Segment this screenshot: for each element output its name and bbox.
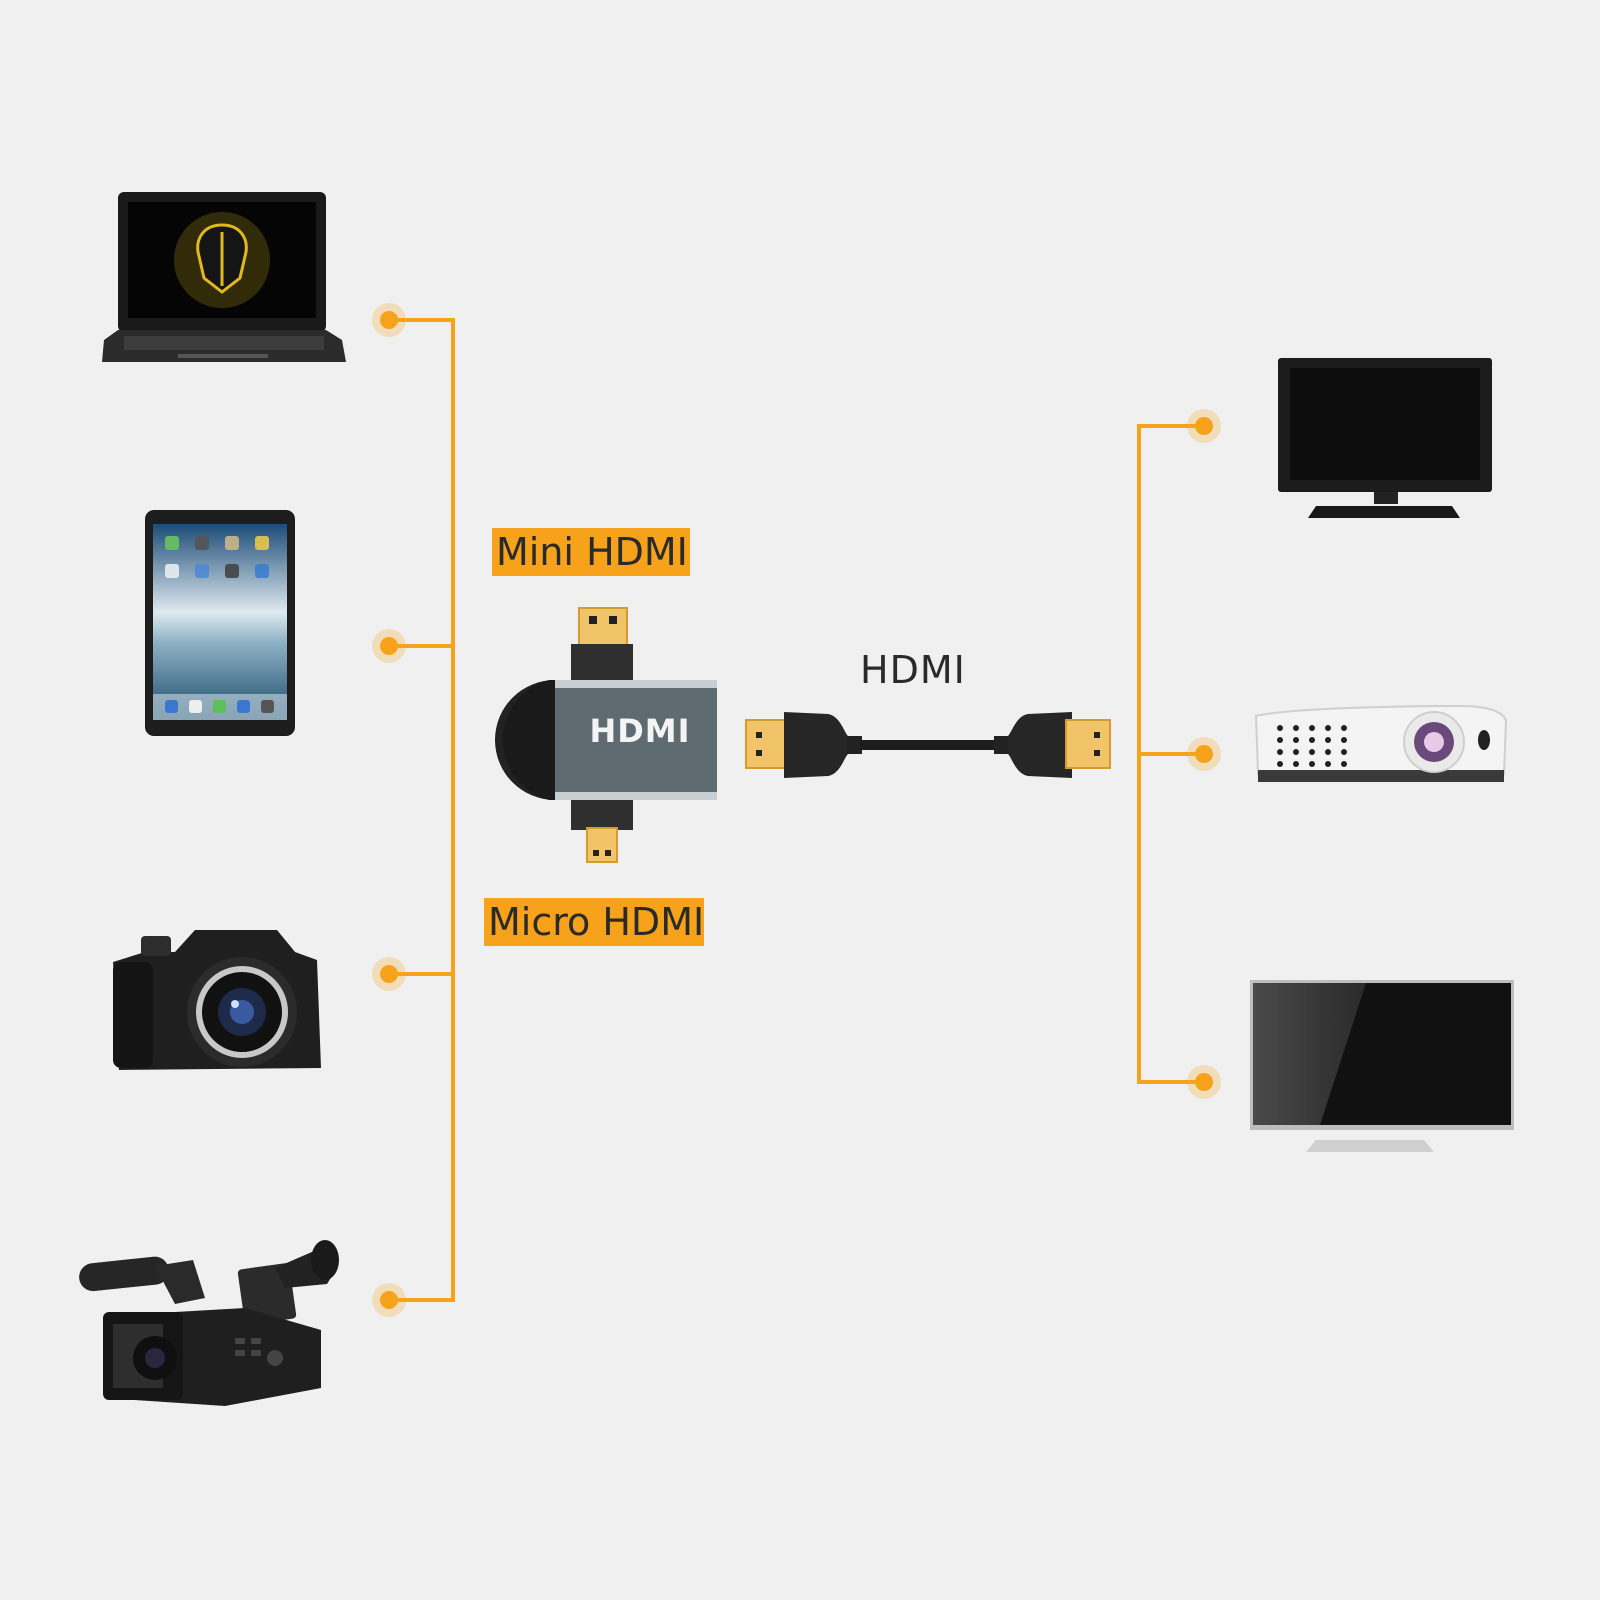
micro-hdmi-label: Micro HDMI <box>484 898 704 946</box>
camcorder-icon <box>75 1238 345 1422</box>
mini-hdmi-label: Mini HDMI <box>492 528 690 576</box>
connector-dot-projector <box>1187 737 1221 771</box>
hdmi-cable-label: HDMI <box>860 648 966 692</box>
camera-icon <box>105 920 330 1084</box>
connector-dot-camera <box>372 957 406 991</box>
monitor-icon <box>1276 356 1496 525</box>
hdmi-adapter: HDMI <box>495 602 725 876</box>
hdmi-cable <box>744 706 1114 790</box>
laptop-icon <box>100 190 350 374</box>
tablet-icon <box>143 508 298 742</box>
projector-icon <box>1250 700 1510 794</box>
connector-dot-tv <box>1187 1065 1221 1099</box>
connector-dot-tablet <box>372 629 406 663</box>
connector-dot-laptop <box>372 303 406 337</box>
adapter-logo: HDMI <box>589 712 691 750</box>
connector-dot-monitor <box>1187 409 1221 443</box>
connector-dot-camcorder <box>372 1283 406 1317</box>
tv-icon <box>1248 978 1518 1162</box>
